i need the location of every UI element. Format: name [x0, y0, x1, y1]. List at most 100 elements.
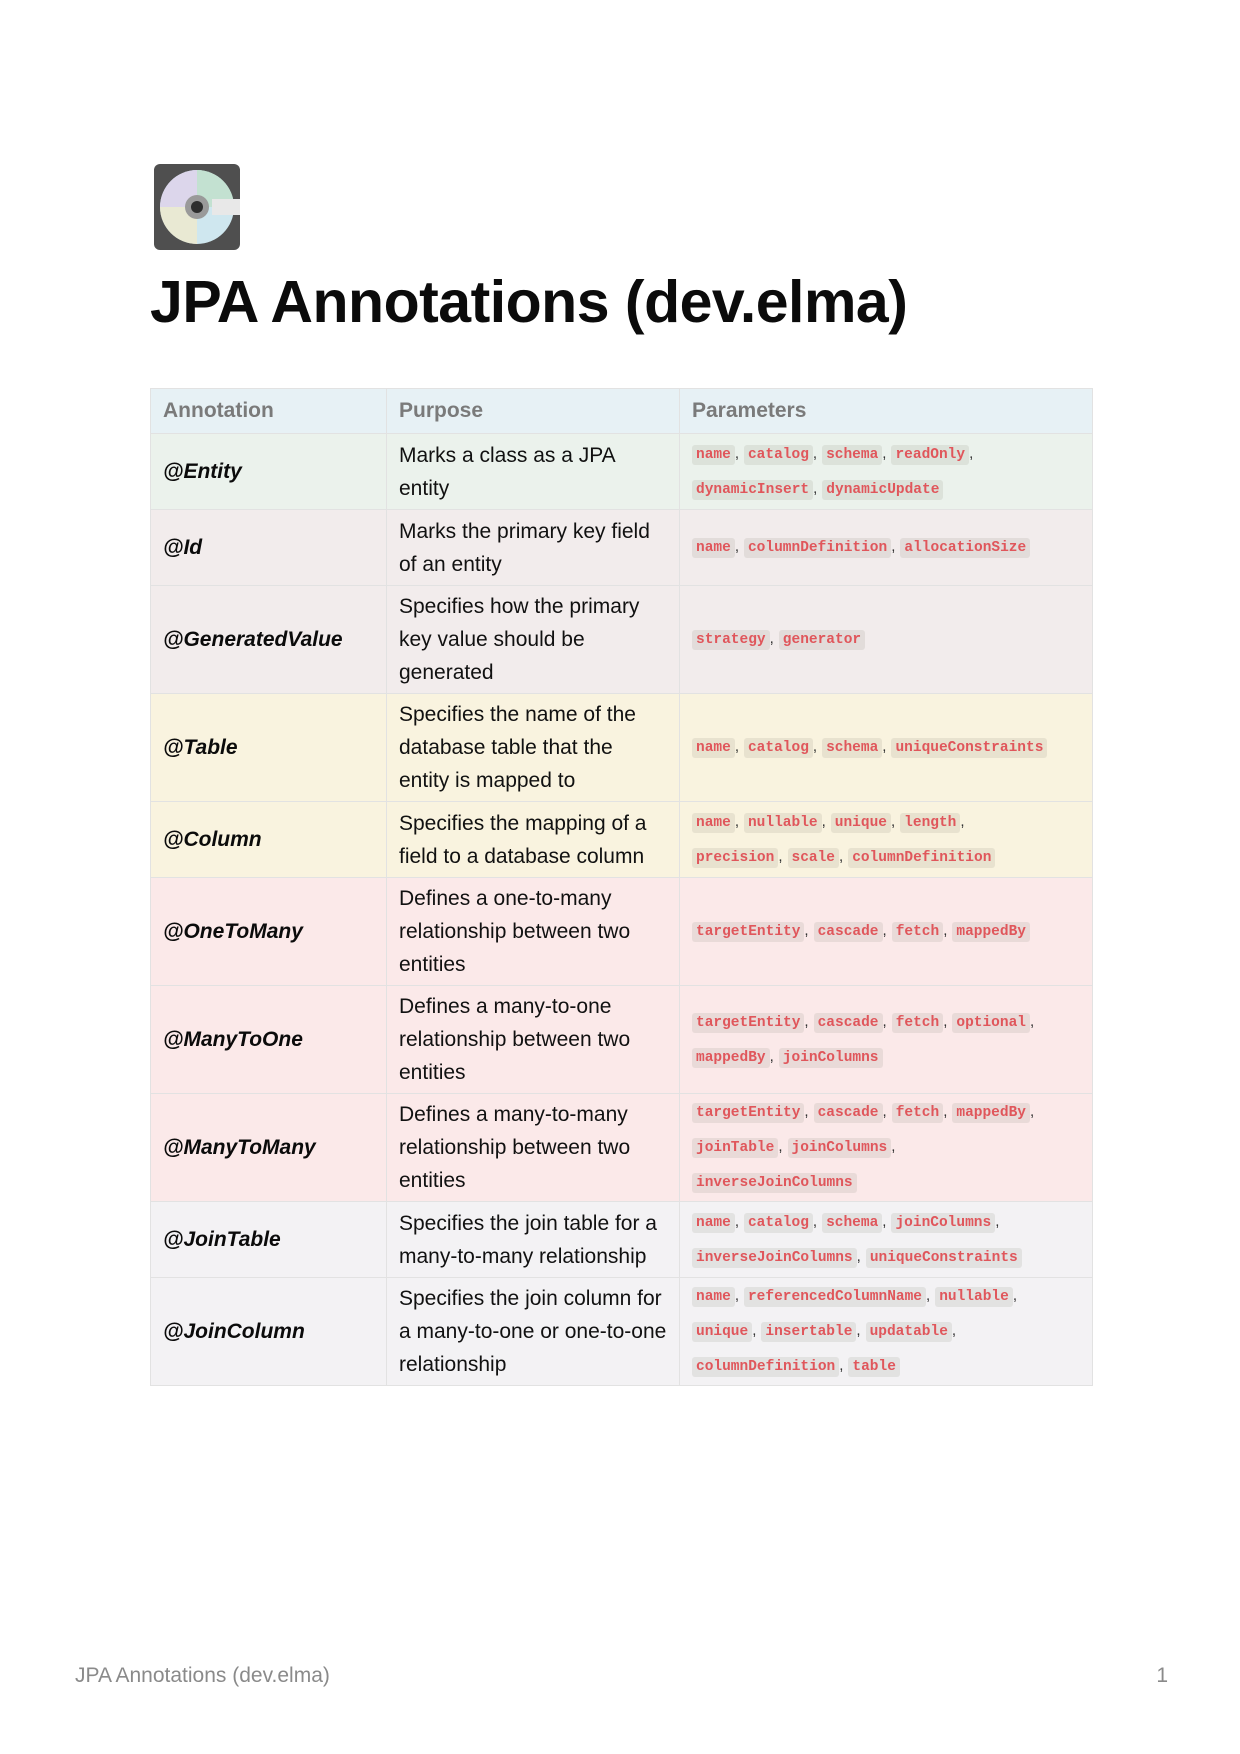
- table-row: @Entity Marks a class as a JPA entity na…: [150, 433, 1093, 510]
- page-title: JPA Annotations (dev.elma): [150, 269, 908, 335]
- parameter-code: scale: [787, 847, 840, 868]
- comma-separator: ,: [1030, 1012, 1035, 1030]
- parameter-line: name,referencedColumnName,nullable,: [692, 1279, 1080, 1314]
- parameter-code: catalog: [743, 444, 813, 465]
- parameter-code: targetEntity: [692, 1103, 805, 1123]
- table-row: @OneToMany Defines a one-to-many relatio…: [150, 877, 1093, 986]
- parameter-code: name: [692, 444, 735, 465]
- comma-separator: ,: [804, 1012, 809, 1030]
- parameter-code: insertable: [761, 1322, 857, 1342]
- table-row: @JoinTable Specifies the join table for …: [150, 1201, 1093, 1278]
- parameter-code: nullable: [743, 812, 822, 833]
- purpose-cell: Specifies the mapping of a field to a da…: [386, 801, 680, 878]
- column-header-purpose: Purpose: [386, 388, 680, 434]
- parameter-code: unique: [692, 1322, 753, 1342]
- parameters-cell: name,columnDefinition,allocationSize: [679, 509, 1093, 586]
- parameter-code: joinTable: [692, 1138, 779, 1158]
- annotation-cell: @Id: [150, 509, 387, 586]
- comma-separator: ,: [813, 479, 818, 497]
- parameter-code: table: [848, 1357, 900, 1377]
- parameter-line: columnDefinition,table: [692, 1349, 1080, 1384]
- parameters-cell: targetEntity,cascade,fetch,optional,mapp…: [679, 985, 1093, 1094]
- purpose-cell: Specifies the join table for a many-to-m…: [386, 1201, 680, 1278]
- parameter-line: unique,insertable,updatable,: [692, 1314, 1080, 1349]
- compact-disc-icon: [154, 164, 240, 250]
- parameter-code: targetEntity: [692, 922, 805, 942]
- annotation-cell: @Column: [150, 801, 387, 878]
- parameters-cell: targetEntity,cascade,fetch,mappedBy,join…: [679, 1093, 1093, 1202]
- parameter-code: referencedColumnName: [743, 1287, 927, 1307]
- footer-title: JPA Annotations (dev.elma): [75, 1664, 330, 1687]
- comma-separator: ,: [951, 1322, 957, 1339]
- comma-separator: ,: [734, 1212, 739, 1230]
- parameter-code: targetEntity: [692, 1012, 805, 1033]
- parameter-code: dynamicInsert: [692, 479, 814, 500]
- parameter-code: inverseJoinColumns: [692, 1247, 857, 1268]
- parameters-cell: name,nullable,unique,length,precision,sc…: [679, 801, 1093, 878]
- parameter-code: fetch: [891, 1103, 944, 1123]
- comma-separator: ,: [812, 444, 818, 462]
- parameter-code: cascade: [813, 922, 883, 942]
- parameters-cell: name,catalog,schema,joinColumns, inverseJ…: [679, 1201, 1093, 1278]
- parameter-line: name,columnDefinition,allocationSize: [692, 530, 1080, 565]
- annotation-cell: @Table: [150, 693, 387, 802]
- comma-separator: ,: [882, 444, 887, 462]
- comma-separator: ,: [891, 1138, 896, 1155]
- parameter-code: joinColumns: [787, 1138, 892, 1158]
- comma-separator: ,: [891, 812, 896, 830]
- annotation-cell: @ManyToOne: [150, 985, 387, 1094]
- annotations-table: Annotation Purpose Parameters @Entity Ma…: [150, 388, 1093, 1386]
- parameter-code: name: [692, 1212, 735, 1233]
- comma-separator: ,: [856, 1247, 861, 1265]
- parameter-code: schema: [822, 738, 883, 758]
- table-row: @Table Specifies the name of the databas…: [150, 693, 1093, 802]
- parameters-cell: name,catalog,schema,uniqueConstraints: [679, 693, 1093, 802]
- parameter-code: columnDefinition: [692, 1357, 840, 1377]
- comma-separator: ,: [882, 1012, 887, 1030]
- column-header-parameters: Parameters: [679, 388, 1093, 434]
- parameter-code: name: [692, 812, 735, 833]
- purpose-cell: Marks the primary key field of an entity: [386, 509, 680, 586]
- parameter-code: name: [692, 538, 735, 558]
- purpose-cell: Specifies the name of the database table…: [386, 693, 680, 802]
- comma-separator: ,: [778, 1138, 783, 1155]
- parameter-line: name,nullable,unique,length,: [692, 805, 1080, 840]
- comma-separator: ,: [821, 812, 826, 830]
- purpose-cell: Defines a many-to-many relationship betw…: [386, 1093, 680, 1202]
- parameter-code: cascade: [813, 1103, 883, 1123]
- comma-separator: ,: [734, 538, 739, 555]
- comma-separator: ,: [969, 444, 974, 462]
- parameter-line: name,catalog,schema,uniqueConstraints: [692, 730, 1080, 765]
- comma-separator: ,: [839, 847, 844, 865]
- comma-separator: ,: [734, 812, 739, 830]
- parameter-code: generator: [778, 630, 866, 650]
- parameter-code: allocationSize: [900, 538, 1031, 558]
- comma-separator: ,: [734, 738, 739, 755]
- parameter-code: name: [692, 738, 735, 758]
- comma-separator: ,: [769, 1047, 774, 1065]
- parameters-cell: name,catalog,schema,readOnly,dynamicInse…: [679, 433, 1093, 510]
- parameter-code: inverseJoinColumns: [692, 1173, 857, 1193]
- comma-separator: ,: [891, 538, 896, 555]
- purpose-cell: Specifies how the primary key value shou…: [386, 585, 680, 694]
- purpose-cell: Defines a many-to-one relationship betwe…: [386, 985, 680, 1094]
- parameter-code: uniqueConstraints: [891, 738, 1048, 758]
- table-row: @Id Marks the primary key field of an en…: [150, 509, 1093, 586]
- comma-separator: ,: [804, 1103, 809, 1120]
- parameter-code: mappedBy: [952, 1103, 1030, 1123]
- parameter-code: precision: [692, 847, 779, 868]
- table-row: @ManyToOne Defines a many-to-one relatio…: [150, 985, 1093, 1094]
- parameter-code: optional: [952, 1012, 1030, 1033]
- comma-separator: ,: [1012, 1287, 1017, 1304]
- comma-separator: ,: [995, 1212, 1000, 1230]
- comma-separator: ,: [839, 1357, 844, 1374]
- comma-separator: ,: [882, 1103, 887, 1120]
- annotation-cell: @OneToMany: [150, 877, 387, 986]
- annotation-cell: @JoinTable: [150, 1201, 387, 1278]
- comma-separator: ,: [882, 1212, 887, 1230]
- parameter-line: name,catalog,schema,joinColumns,: [692, 1205, 1080, 1240]
- parameter-code: fetch: [891, 922, 944, 942]
- comma-separator: ,: [943, 1012, 948, 1030]
- table-row: @GeneratedValue Specifies how the primar…: [150, 585, 1093, 694]
- annotation-cell: @Entity: [150, 433, 387, 510]
